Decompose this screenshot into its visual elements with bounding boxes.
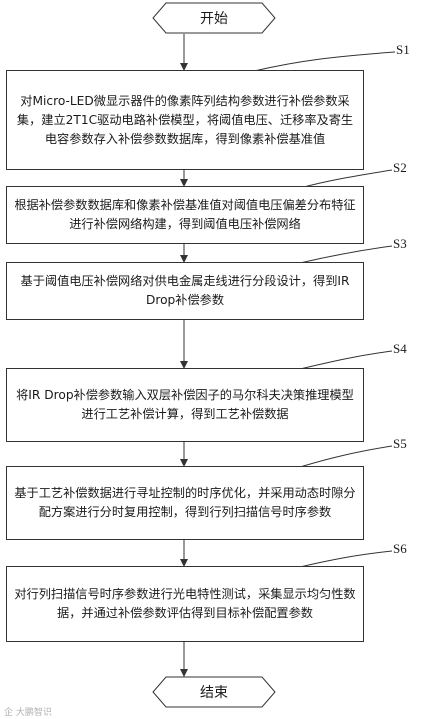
leader-s6 bbox=[299, 550, 393, 568]
leader-s3 bbox=[299, 245, 393, 264]
start-node: 开始 bbox=[152, 2, 276, 34]
step-label-s4: S4 bbox=[393, 341, 407, 356]
end-node: 结束 bbox=[152, 676, 276, 708]
step-label-s2: S2 bbox=[393, 160, 407, 175]
leader-s5 bbox=[299, 445, 393, 468]
leader-s1 bbox=[249, 51, 396, 73]
step-label-s5: S5 bbox=[393, 436, 407, 451]
step-box-s2: 根据补偿参数数据库和像素补偿基准值对阈值电压偏差分布特征进行补偿网络构建，得到阈… bbox=[6, 186, 364, 244]
step-text-s1: 对Micro-LED微显示器件的像素阵列结构参数进行补偿参数采集，建立2T1C驱… bbox=[16, 93, 354, 146]
step-box-s1: 对Micro-LED微显示器件的像素阵列结构参数进行补偿参数采集，建立2T1C驱… bbox=[6, 70, 364, 170]
step-label-s3: S3 bbox=[393, 236, 407, 251]
step-label-s6: S6 bbox=[393, 541, 407, 556]
leader-s4 bbox=[299, 350, 393, 370]
leader-s2 bbox=[299, 169, 393, 189]
step-box-s6: 对行列扫描信号时序参数进行光电特性测试，采集显示均匀性数据，并通过补偿参数评估得… bbox=[6, 566, 364, 642]
step-label-s1: S1 bbox=[396, 42, 410, 57]
step-text-s3: 基于阈值电压补偿网络对供电金属走线进行分段设计，得到IR Drop补偿参数 bbox=[20, 274, 350, 307]
step-text-s5: 基于工艺补偿数据进行寻址控制的时序优化，并采用动态时隙分配方案进行分时复用控制，… bbox=[14, 486, 356, 519]
start-label: 开始 bbox=[200, 11, 228, 27]
end-label: 结束 bbox=[200, 685, 228, 701]
watermark: 企 大鹏智识 bbox=[4, 708, 52, 718]
step-text-s4: 将IR Drop补偿参数输入双层补偿因子的马尔科夫决策推理模型进行工艺补偿计算，… bbox=[16, 388, 354, 421]
step-box-s5: 基于工艺补偿数据进行寻址控制的时序优化，并采用动态时隙分配方案进行分时复用控制，… bbox=[6, 466, 364, 540]
step-text-s6: 对行列扫描信号时序参数进行光电特性测试，采集显示均匀性数据，并通过补偿参数评估得… bbox=[14, 587, 356, 620]
step-box-s4: 将IR Drop补偿参数输入双层补偿因子的马尔科夫决策推理模型进行工艺补偿计算，… bbox=[6, 368, 364, 442]
step-text-s2: 根据补偿参数数据库和像素补偿基准值对阈值电压偏差分布特征进行补偿网络构建，得到阈… bbox=[14, 198, 356, 231]
step-box-s3: 基于阈值电压补偿网络对供电金属走线进行分段设计，得到IR Drop补偿参数 bbox=[6, 262, 364, 320]
end-node-shape bbox=[152, 676, 276, 708]
start-node-shape bbox=[152, 2, 276, 34]
